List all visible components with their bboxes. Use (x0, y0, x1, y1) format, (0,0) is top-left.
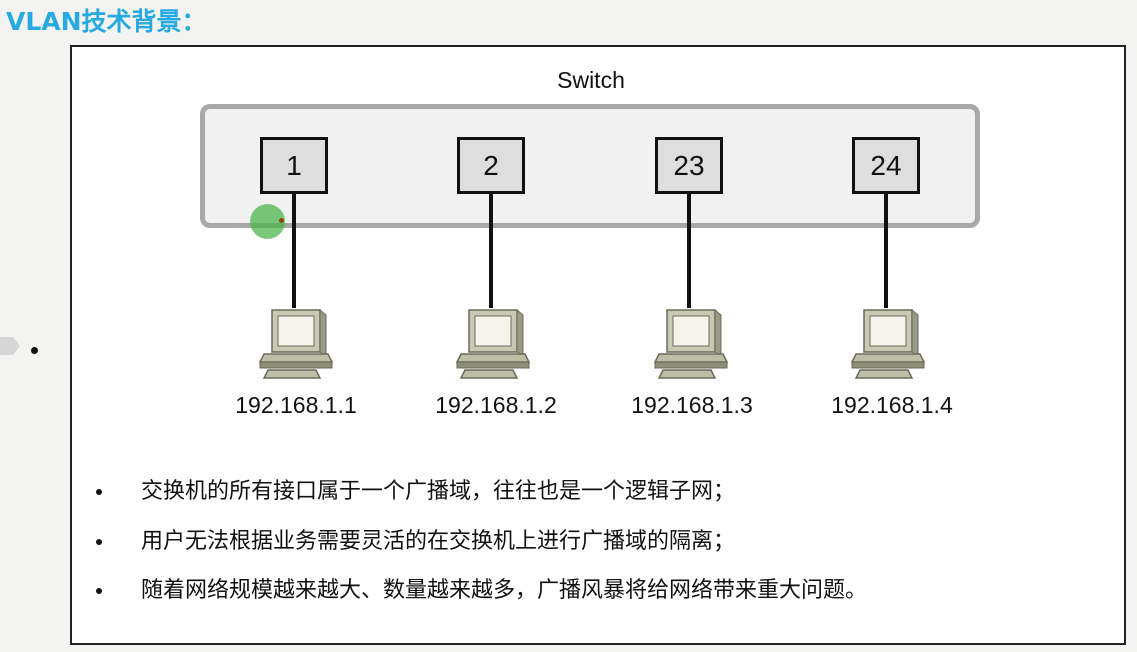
bullet-text: 用户无法根据业务需要灵活的在交换机上进行广播域的隔离； (141, 529, 736, 554)
port-2: 2 (457, 137, 525, 194)
switch-box (200, 104, 980, 228)
ip-label-1: 192.168.1.1 (235, 392, 357, 418)
ip-label-2: 192.168.1.2 (435, 392, 557, 418)
port-23: 23 (655, 137, 723, 194)
cable-port-24 (884, 194, 888, 308)
cable-port-2 (489, 194, 493, 308)
bullet-dot (96, 489, 102, 495)
cable-port-23 (687, 194, 691, 308)
desktop-computer-icon (850, 308, 926, 379)
port-24: 24 (852, 137, 920, 194)
bullet-dot (31, 347, 38, 354)
bullet-dot (96, 588, 102, 594)
desktop-computer-icon (258, 308, 334, 379)
switch-label: Switch (557, 67, 625, 93)
ip-label-4: 192.168.1.4 (831, 392, 953, 418)
cable-port-1 (292, 194, 296, 308)
desktop-computer-icon (455, 308, 531, 379)
desktop-computer-icon (653, 308, 729, 379)
port-1: 1 (260, 137, 328, 194)
slide-title: VLAN技术背景： (6, 7, 207, 36)
bullet-text: 随着网络规模越来越大、数量越来越多，广播风暴将给网络带来重大问题。 (141, 578, 868, 603)
bullet-dot (96, 539, 102, 545)
cursor-pointer (279, 218, 284, 223)
ip-label-3: 192.168.1.3 (631, 392, 753, 418)
slide-nav-arrow-icon[interactable] (0, 337, 20, 355)
bullet-text: 交换机的所有接口属于一个广播域，往往也是一个逻辑子网； (141, 479, 736, 504)
